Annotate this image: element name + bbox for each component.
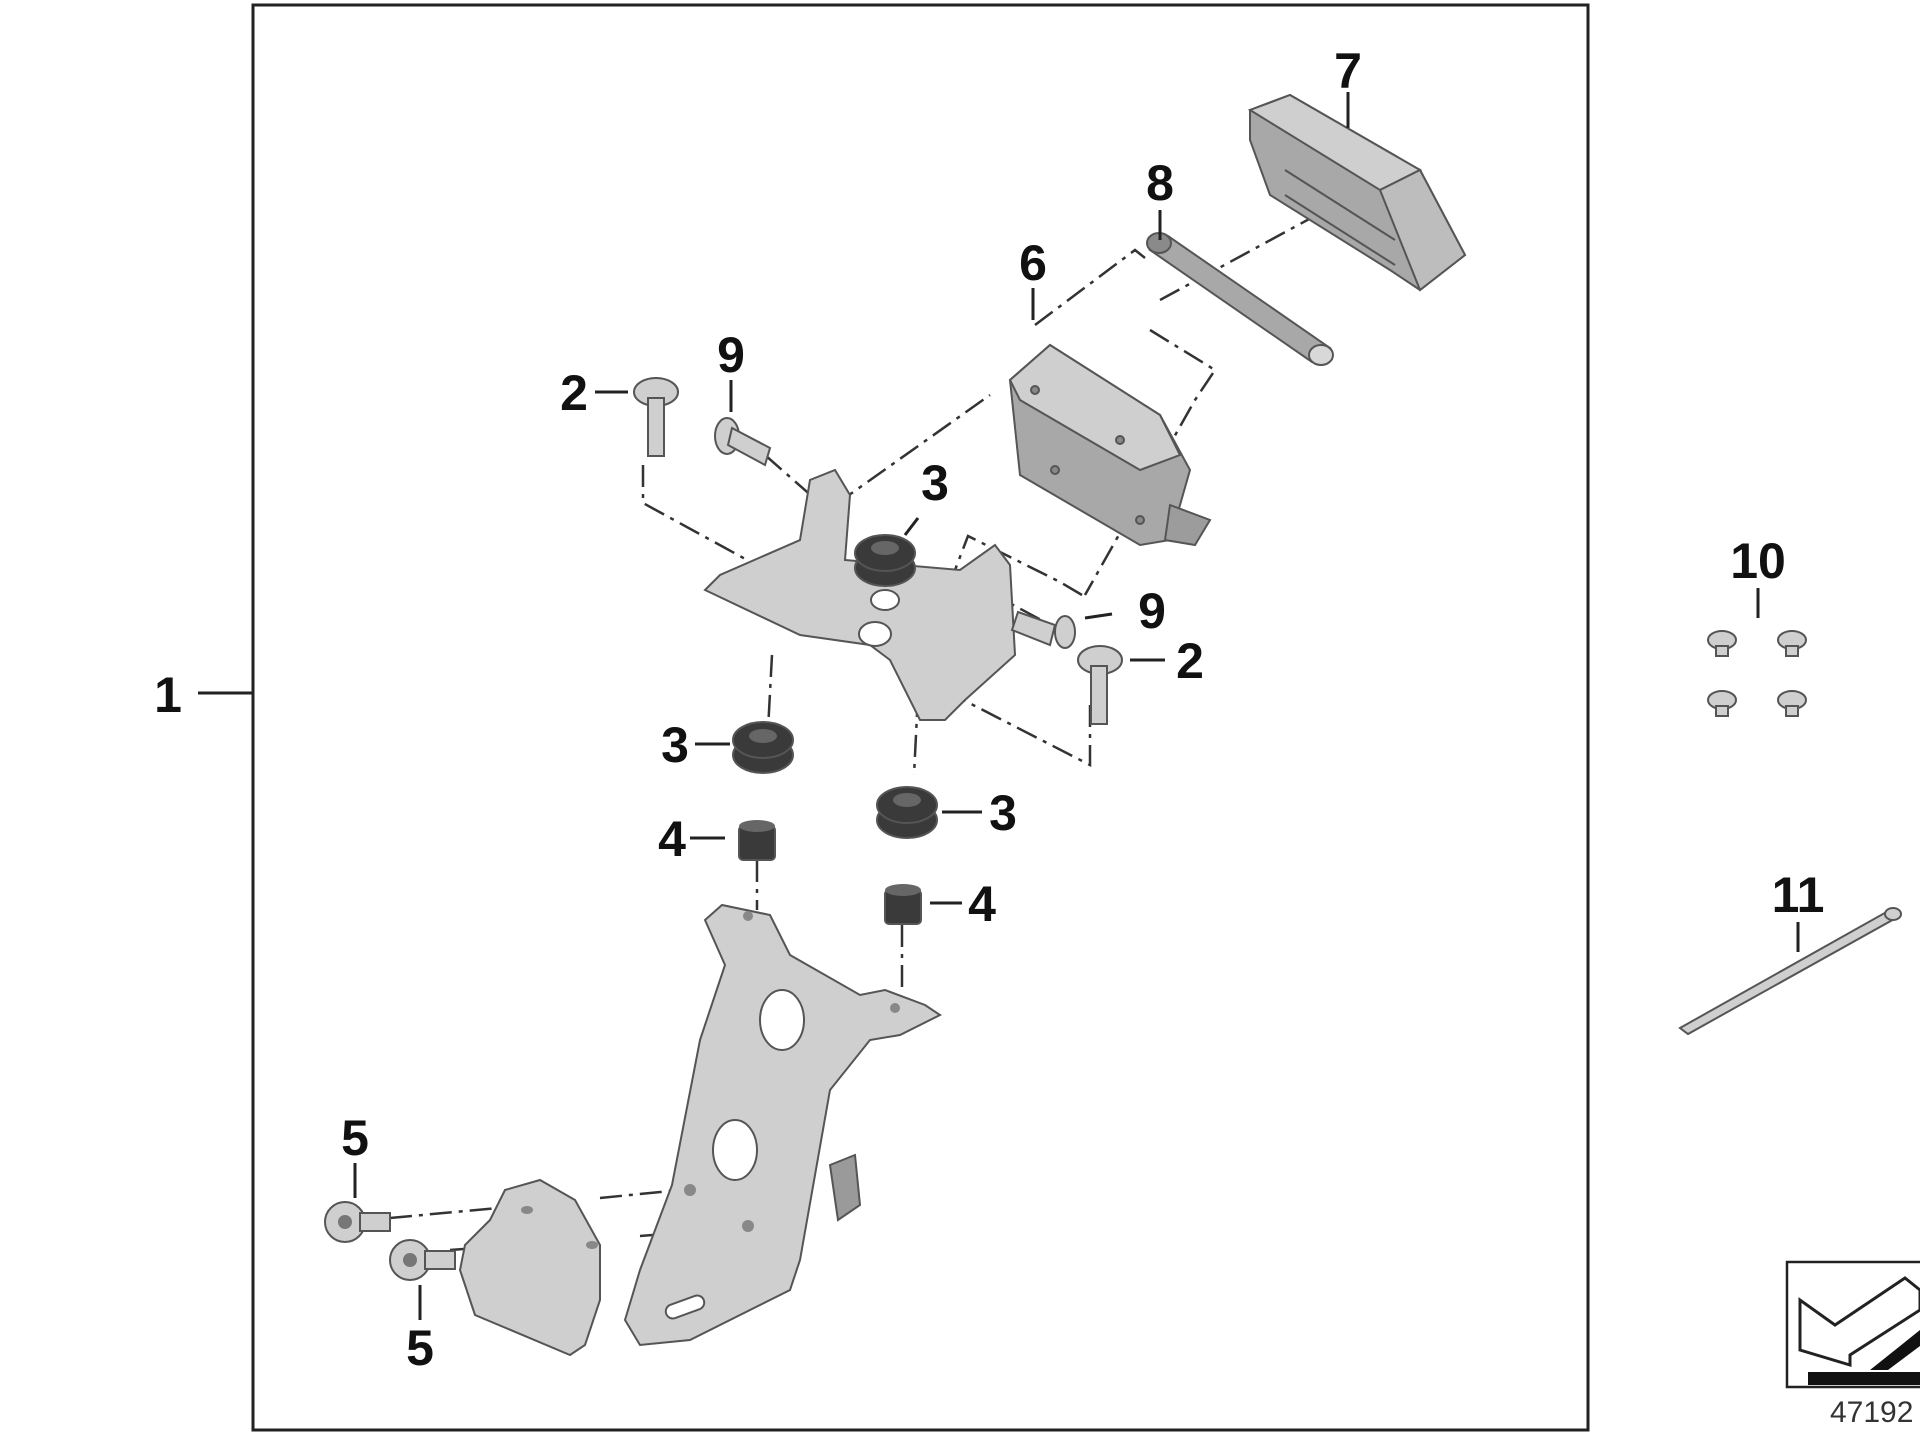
callout-1: 1 bbox=[154, 667, 182, 723]
part-8-rod bbox=[1146, 232, 1334, 366]
clamp-plate bbox=[458, 1178, 601, 1357]
callout-3-left: 3 bbox=[661, 717, 689, 773]
part-2-screw-right bbox=[1077, 645, 1123, 725]
callout-9-right: 9 bbox=[1138, 583, 1166, 639]
callout-4-right: 4 bbox=[968, 876, 996, 932]
callout-3-right: 3 bbox=[989, 785, 1017, 841]
callout-8: 8 bbox=[1146, 155, 1174, 211]
part-4-spacer-left bbox=[738, 820, 776, 861]
callout-2-right: 2 bbox=[1176, 633, 1204, 689]
part-9-screw-right bbox=[1010, 610, 1076, 649]
part-5-screw-upper bbox=[324, 1201, 391, 1243]
part-6-cover-box bbox=[1008, 343, 1212, 547]
lower-bracket bbox=[623, 903, 942, 1347]
assembly-frame bbox=[251, 3, 1590, 1432]
callout-5-upper: 5 bbox=[341, 1110, 369, 1166]
callout-10: 10 bbox=[1730, 533, 1786, 589]
drawing-number: 47192 bbox=[1830, 1396, 1913, 1429]
part-7-mounting-block bbox=[1247, 93, 1467, 292]
callout-11: 11 bbox=[1772, 867, 1825, 923]
callout-9-left: 9 bbox=[717, 327, 745, 383]
part-3-grommet-right bbox=[876, 786, 938, 839]
callout-5-lower: 5 bbox=[406, 1320, 434, 1376]
part-10-screw-set bbox=[1707, 630, 1807, 717]
callout-7: 7 bbox=[1334, 43, 1362, 99]
part-4-spacer-right bbox=[884, 884, 922, 925]
part-9-screw-left bbox=[714, 417, 772, 467]
part-5-screw-lower bbox=[389, 1239, 456, 1281]
upper-bracket bbox=[703, 468, 1017, 721]
assembly-lines bbox=[389, 203, 1336, 1252]
part-3-grommet-left bbox=[732, 721, 794, 774]
callout-3-top: 3 bbox=[921, 455, 949, 511]
bmw-arrow-logo-icon bbox=[1785, 1260, 1920, 1389]
part-11-cable-tie bbox=[1678, 907, 1902, 1036]
callout-2-left: 2 bbox=[560, 365, 588, 421]
part-2-screw-left bbox=[633, 377, 679, 457]
callout-6: 6 bbox=[1019, 235, 1047, 291]
part-3-grommet-top bbox=[854, 534, 916, 587]
callout-4-left: 4 bbox=[658, 811, 686, 867]
